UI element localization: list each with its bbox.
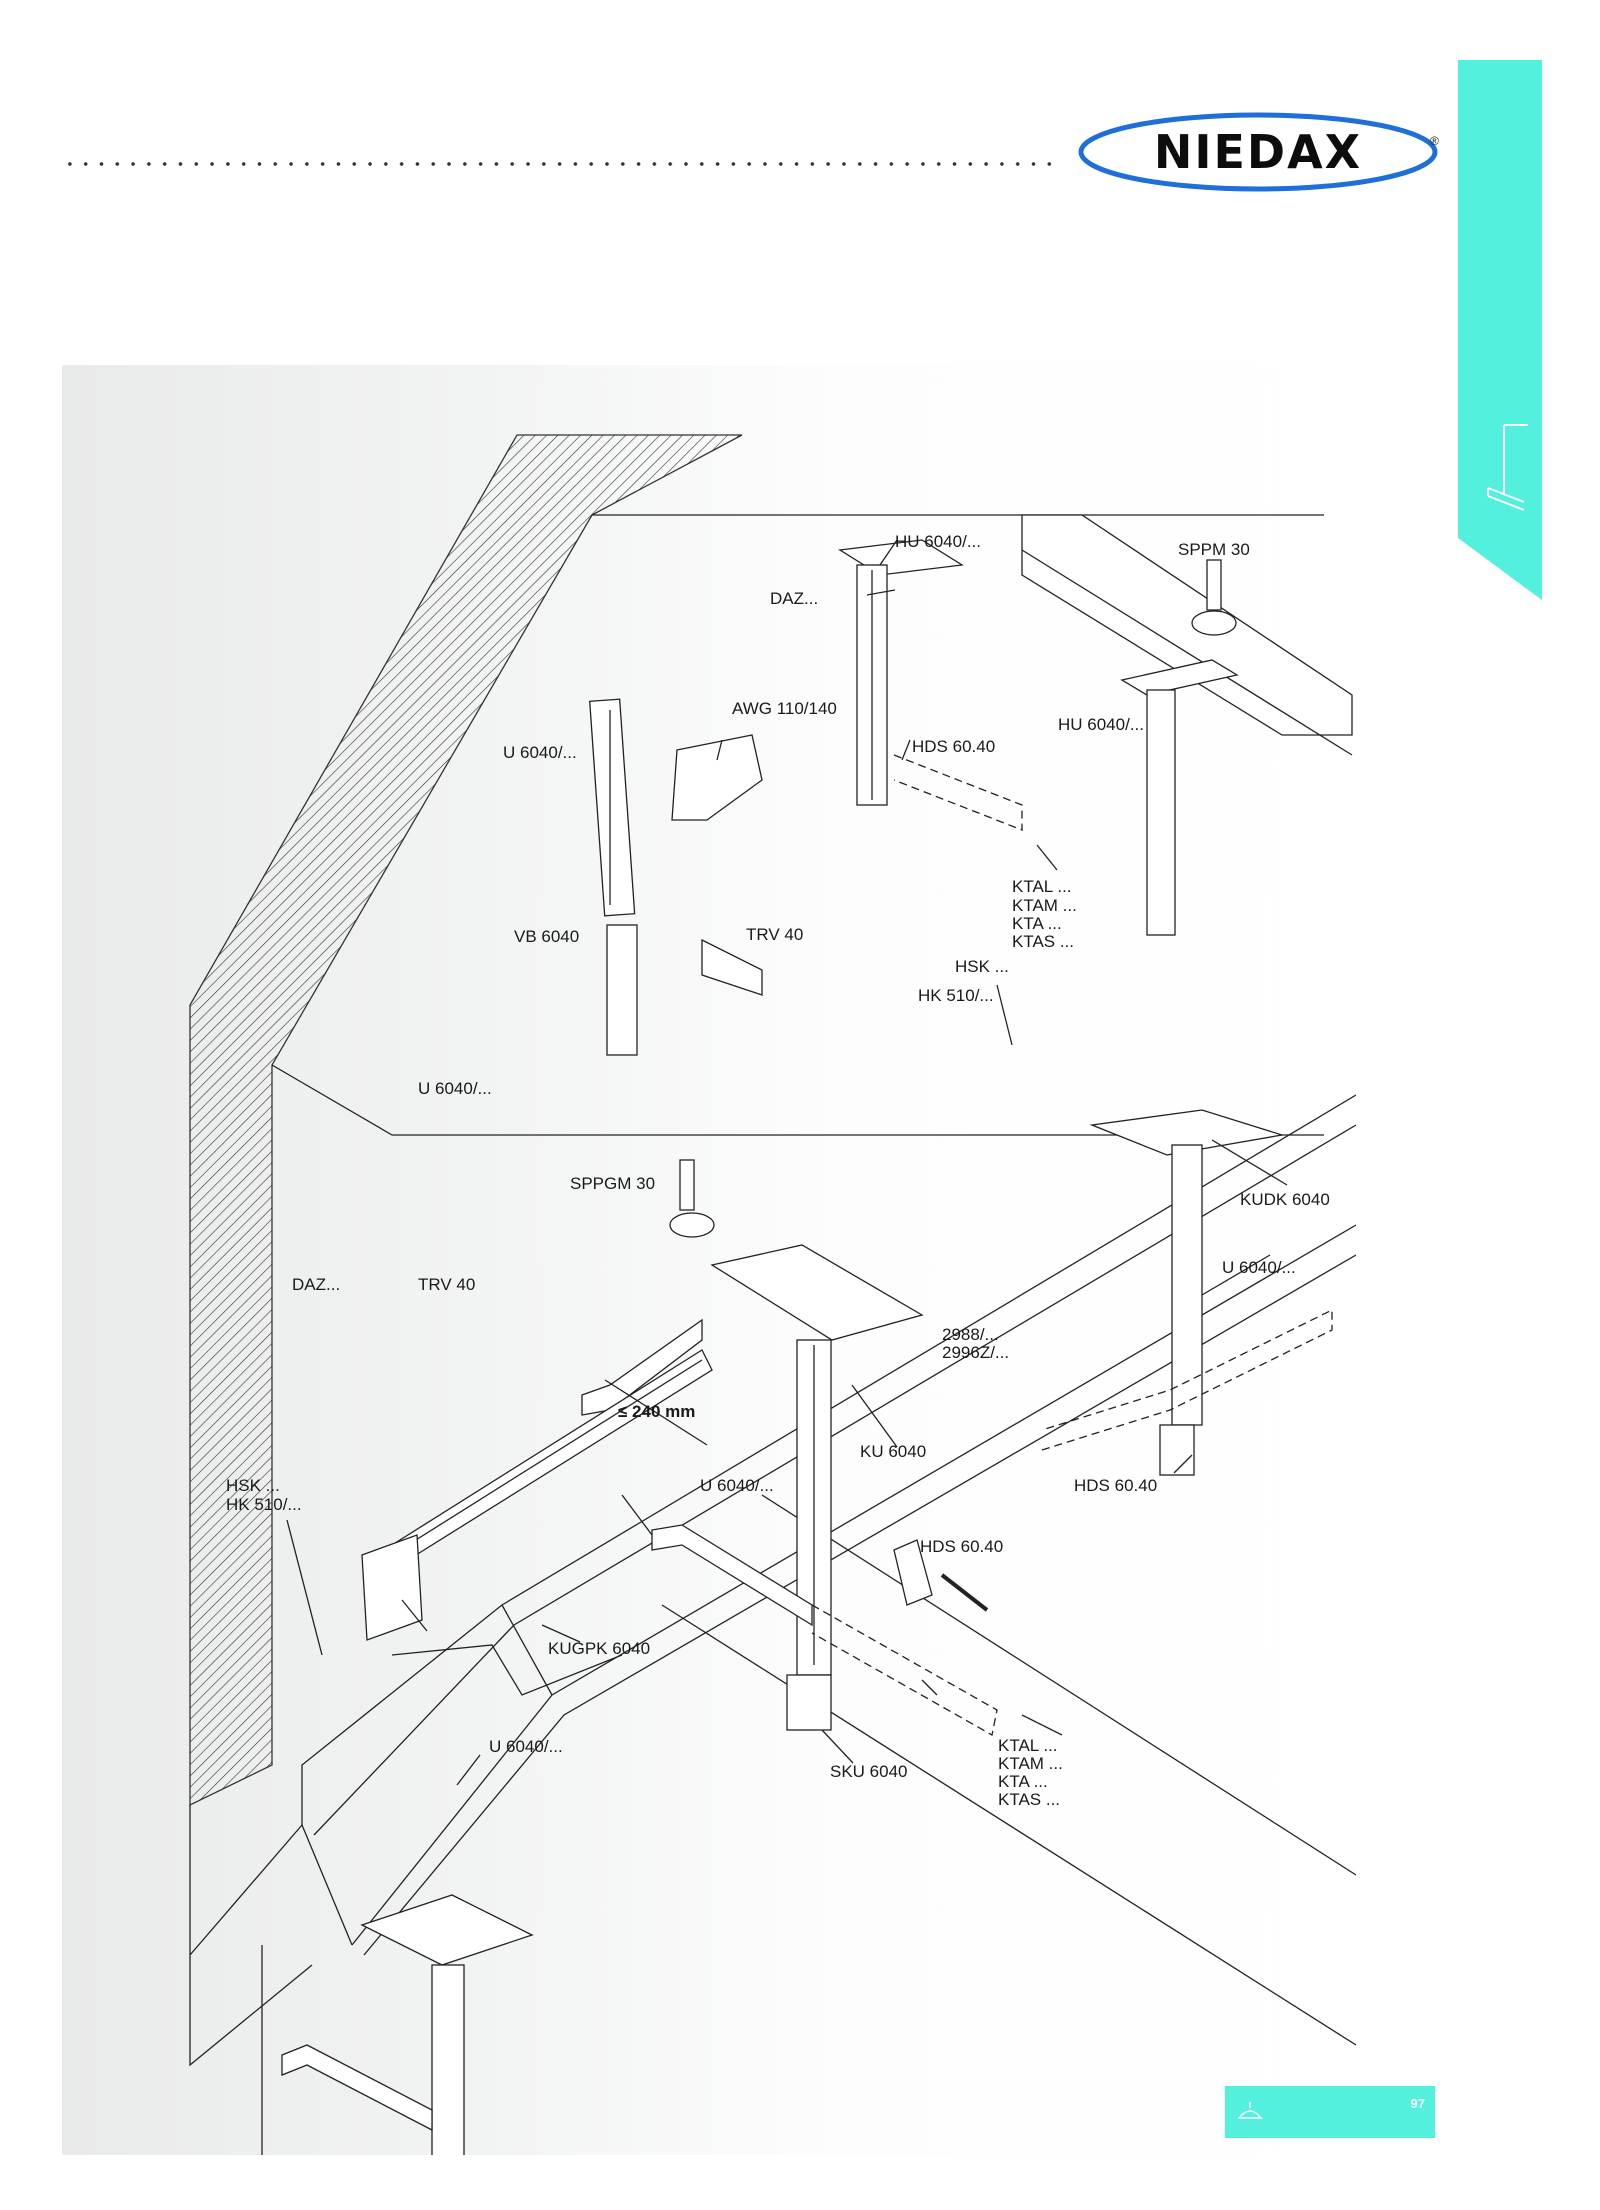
- callout-label-awg: AWG 110/140: [732, 699, 837, 718]
- callout-label-hk510-a: HK 510/...: [918, 986, 994, 1005]
- callout-label-trv40-b: TRV 40: [418, 1275, 476, 1294]
- callout-label-sppm30: SPPM 30: [1178, 540, 1250, 559]
- brand-logo: NIEDAX: [1078, 112, 1438, 192]
- callout-label-hu6040-top: HU 6040/...: [895, 532, 981, 551]
- technical-drawing: [189, 434, 1356, 2155]
- callout-label-u6040-c: U 6040/...: [1222, 1258, 1296, 1277]
- callout-label-sku6040: SKU 6040: [830, 1762, 908, 1781]
- callout-label-kta-b: KTA ...: [998, 1772, 1048, 1791]
- callout-label-u6040-e: U 6040/...: [489, 1737, 563, 1756]
- callout-label-n2988: 2988/...: [942, 1325, 999, 1344]
- callout-label-vb6040: VB 6040: [514, 927, 580, 946]
- page-number-box: 97: [1225, 2086, 1435, 2138]
- page-number: 97: [1410, 2096, 1425, 2111]
- callout-label-hsk-b: HSK ...: [226, 1476, 280, 1495]
- side-section-tab[interactable]: [1458, 60, 1542, 600]
- callout-label-ktal-a: KTAL ...: [1012, 877, 1072, 896]
- header-dotted-rule: [62, 160, 1062, 168]
- callout-label-u6040-a: U 6040/...: [503, 743, 577, 762]
- wall-hatching: [189, 434, 743, 1807]
- callout-label-hk510-b: HK 510/...: [226, 1495, 302, 1514]
- callout-label-le240: ≤ 240 mm: [618, 1402, 696, 1421]
- callout-label-kta-a: KTA ...: [1012, 914, 1062, 933]
- callout-label-kugpk: KUGPK 6040: [548, 1639, 651, 1658]
- callout-label-ktas-b: KTAS ...: [998, 1790, 1061, 1809]
- callout-label-ktam-a: KTAM ...: [1012, 896, 1077, 915]
- registered-mark: ®: [1430, 134, 1439, 148]
- callout-label-n2996: 2996Z/...: [942, 1343, 1010, 1362]
- brand-name: NIEDAX: [1153, 125, 1363, 179]
- callout-label-u6040-b: U 6040/...: [418, 1079, 492, 1098]
- cable-support-icon: [1487, 424, 1528, 511]
- callout-label-ktas-a: KTAS ...: [1012, 932, 1075, 951]
- callout-label-kudk: KUDK 6040: [1240, 1190, 1330, 1209]
- callout-label-sppgm30: SPPGM 30: [570, 1174, 656, 1193]
- callout-label-hsk-a: HSK ...: [955, 957, 1009, 976]
- callout-label-ktal-b: KTAL ...: [998, 1736, 1058, 1755]
- callout-label-hds-b: HDS 60.40: [1074, 1476, 1158, 1495]
- callout-label-ktam-b: KTAM ...: [998, 1754, 1063, 1773]
- drawing-panel: [62, 365, 1356, 2155]
- callout-label-hds-c: HDS 60.40: [920, 1537, 1004, 1556]
- bracket-icon: [1237, 2102, 1263, 2119]
- callout-label-trv40-a: TRV 40: [746, 925, 804, 944]
- callout-label-ku6040: KU 6040: [860, 1442, 927, 1461]
- callout-label-daz-b: DAZ...: [292, 1275, 341, 1294]
- callout-label-u6040-d: U 6040/...: [700, 1476, 774, 1495]
- callout-label-hu6040-b: HU 6040/...: [1058, 715, 1144, 734]
- callout-label-hds-a: HDS 60.40: [912, 737, 996, 756]
- callout-label-daz-top: DAZ...: [770, 589, 819, 608]
